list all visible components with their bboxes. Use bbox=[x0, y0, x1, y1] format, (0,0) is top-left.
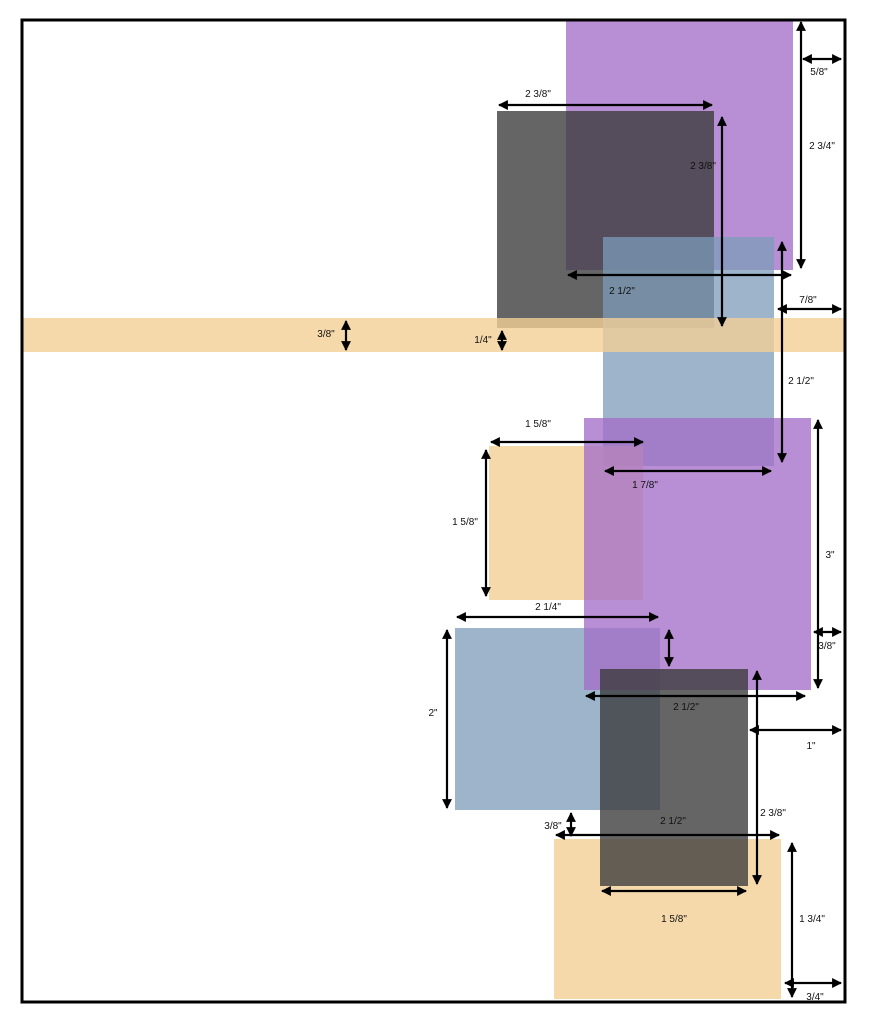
label-gray-bottom-width: 1 5/8" bbox=[661, 914, 687, 925]
gray-block-bottom bbox=[600, 669, 748, 886]
label-blue-top-height: 2 1/2" bbox=[788, 376, 814, 387]
label-purple-mid-height: 3" bbox=[825, 550, 835, 561]
label-gray-bottom-margin: 1" bbox=[806, 741, 816, 752]
label-purple-top-margin: 5/8" bbox=[810, 67, 828, 78]
label-tan-mid-width: 1 5/8" bbox=[525, 419, 551, 430]
label-purple-top-width: 2 1/2" bbox=[609, 286, 635, 297]
label-blue-top-margin: 7/8" bbox=[799, 295, 817, 306]
label-gray-bottom-height: 2 3/8" bbox=[760, 808, 786, 819]
label-purple-top-height: 2 3/4" bbox=[809, 141, 835, 152]
label-blue-mid-width: 2 1/4" bbox=[535, 602, 561, 613]
label-strip-height: 3/8" bbox=[317, 329, 335, 340]
page-border bbox=[20, 18, 847, 1004]
label-purple-mid-margin: 3/8" bbox=[818, 641, 836, 652]
label-tan-bottom-margin: 3/4" bbox=[806, 992, 824, 1003]
label-blue-top-width: 1 7/8" bbox=[632, 480, 658, 491]
label-gray-top-width: 2 3/8" bbox=[525, 89, 551, 100]
dimension-arrows bbox=[341, 21, 842, 998]
label-purple-mid-width: 2 1/2" bbox=[673, 702, 699, 713]
label-tan-mid-height: 1 5/8" bbox=[452, 517, 478, 528]
dimension-labels: 2 3/8" 2 3/8" 2 3/4" 5/8" 2 1/2" 7/8" 2 … bbox=[317, 67, 836, 1003]
label-blue-mid-height: 2" bbox=[428, 708, 438, 719]
label-tan-bottom-width: 2 1/2" bbox=[660, 816, 686, 827]
label-tan-bottom-height: 1 3/4" bbox=[799, 914, 825, 925]
label-tan-bottom-gap: 3/8" bbox=[544, 821, 562, 832]
label-gray-top-height: 2 3/8" bbox=[690, 161, 716, 172]
tan-strip bbox=[22, 318, 845, 352]
label-gray-strip-overlap: 1/4" bbox=[474, 335, 492, 346]
purple-block-mid bbox=[584, 418, 811, 690]
